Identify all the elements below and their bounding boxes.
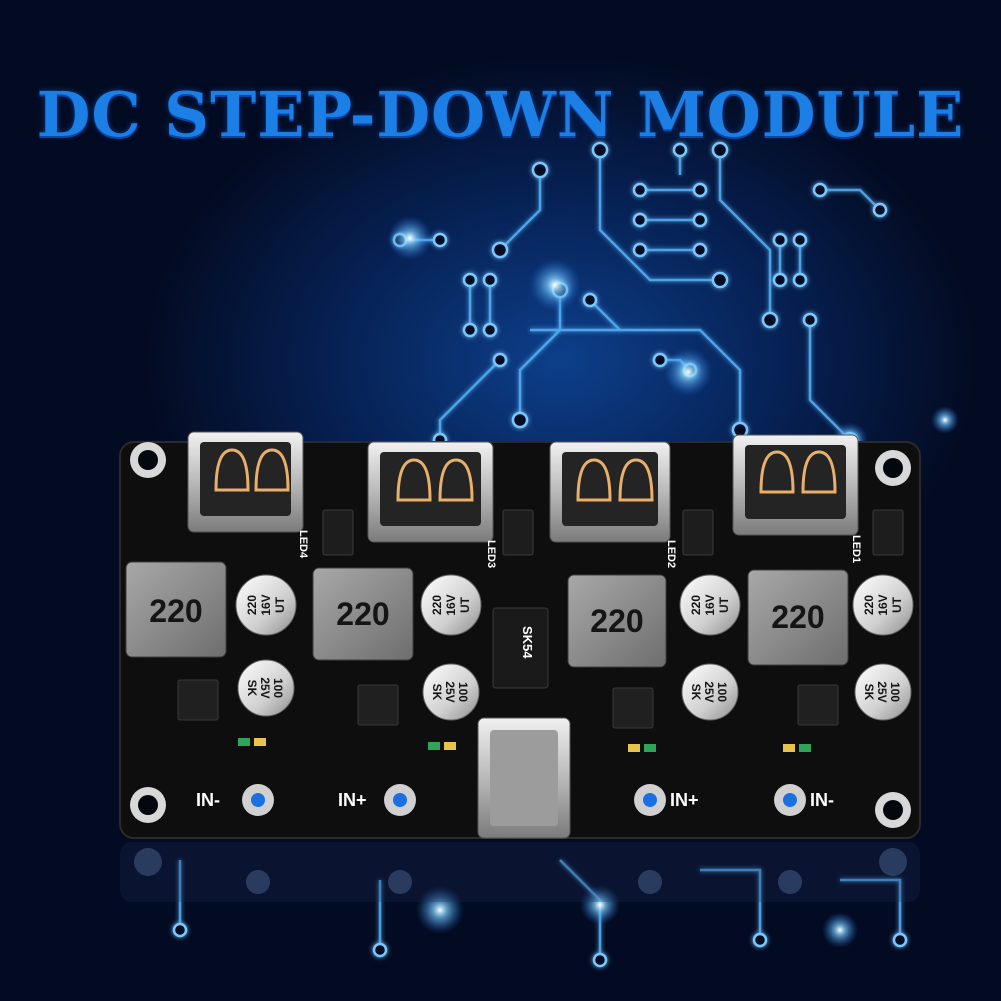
usb-ports	[187, 431, 859, 543]
inductor-label: 220	[336, 596, 389, 632]
inductors: 220 220 220 220	[125, 561, 849, 668]
inductor	[125, 561, 227, 658]
inductor-label: 220	[149, 593, 202, 629]
mounting-holes	[130, 442, 911, 828]
capacitor-label: 100	[888, 682, 902, 702]
capacitor-label: 16V	[876, 594, 890, 615]
capacitor-label: 25V	[443, 681, 457, 702]
schottky-diode: SK54	[492, 607, 549, 689]
terminal-label: IN+	[338, 790, 367, 810]
usb-port-2	[367, 441, 494, 543]
capacitor-label: 16V	[259, 594, 273, 615]
usb-port-4	[732, 434, 859, 536]
capacitor-label: 100	[715, 682, 729, 702]
inductor	[567, 574, 667, 668]
capacitor-label: SK	[689, 684, 703, 701]
inductor-label: 220	[771, 599, 824, 635]
capacitor-label: UT	[273, 596, 287, 613]
diode-label: SK54	[520, 626, 535, 659]
capacitor-label: UT	[717, 596, 731, 613]
capacitor-label: 220	[862, 595, 876, 615]
input-terminals: IN- IN+ IN+ IN-	[196, 784, 834, 816]
capacitors-top: 220 16V UT 220 16V UT 220 16V UT 220 16V…	[235, 574, 914, 636]
light-flares	[388, 216, 959, 948]
capacitor-label: 16V	[703, 594, 717, 615]
led-label: LED1	[850, 535, 862, 563]
capacitor-label: 220	[430, 595, 444, 615]
led-label: LED4	[297, 530, 309, 559]
capacitor-label: SK	[862, 684, 876, 701]
pcb-board: LED4 LED3 LED2 LED1 220 220 220 220 220	[119, 431, 921, 839]
capacitor-label: UT	[890, 596, 904, 613]
capacitor-label: 220	[245, 595, 259, 615]
usb-c-port	[477, 717, 571, 839]
capacitor	[420, 574, 482, 636]
capacitor	[237, 659, 295, 717]
terminal-label: IN-	[196, 790, 220, 810]
capacitor	[679, 574, 741, 636]
capacitor	[852, 574, 914, 636]
capacitor-label: 100	[456, 682, 470, 702]
terminal-label: IN-	[810, 790, 834, 810]
smd-parts	[322, 509, 904, 556]
usb-port-3	[549, 441, 671, 543]
status-leds	[238, 738, 811, 752]
capacitor	[681, 663, 739, 721]
inductor-label: 220	[590, 603, 643, 639]
capacitor-label: 25V	[258, 677, 272, 698]
led-labels: LED4 LED3 LED2 LED1	[297, 530, 862, 568]
terminal-label: IN+	[670, 790, 699, 810]
ic-chips	[177, 679, 839, 729]
capacitor-label: SK	[245, 680, 259, 697]
capacitor-label: 25V	[702, 681, 716, 702]
capacitor	[422, 663, 480, 721]
capacitor	[235, 574, 297, 636]
capacitor	[854, 663, 912, 721]
inductor	[312, 567, 414, 661]
capacitor-label: 100	[271, 678, 285, 698]
capacitor-label: SK	[430, 684, 444, 701]
inductor	[747, 569, 849, 666]
page-title: DC STEP-DOWN MODULE	[36, 78, 965, 151]
board-reflection	[120, 842, 920, 902]
usb-port-1	[187, 431, 304, 533]
capacitor-label: 25V	[875, 681, 889, 702]
led-label: LED3	[485, 540, 497, 568]
capacitor-label: 220	[689, 595, 703, 615]
capacitor-label: UT	[458, 596, 472, 613]
capacitors-bottom: 100 25V SK 100 25V SK 100 25V SK 100 25V…	[237, 659, 912, 721]
led-label: LED2	[665, 540, 677, 568]
capacitor-label: 16V	[444, 594, 458, 615]
